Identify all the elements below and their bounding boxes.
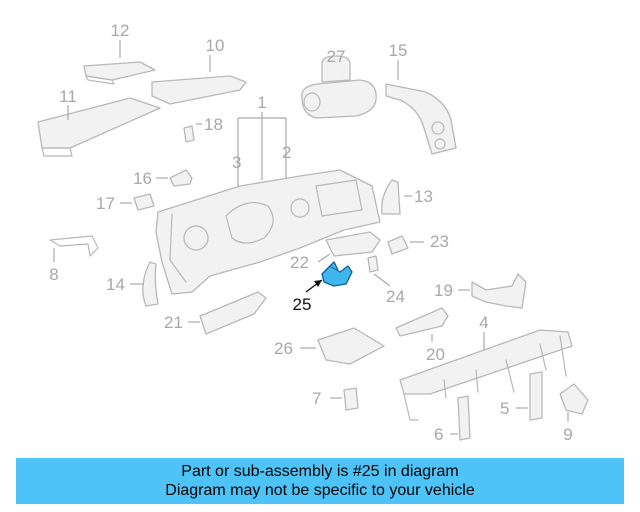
part-5-support bbox=[529, 371, 543, 421]
callout-21: 21 bbox=[164, 313, 183, 332]
callout-12: 12 bbox=[111, 21, 130, 40]
callout-18: 18 bbox=[204, 115, 223, 134]
callout-8: 8 bbox=[49, 265, 58, 284]
callout-20: 20 bbox=[426, 345, 445, 364]
banner-line-2: Diagram may not be specific to your vehi… bbox=[165, 482, 475, 499]
callout-9: 9 bbox=[563, 425, 572, 444]
part-4-cross-car-beam bbox=[399, 329, 573, 421]
callout-25: 25 bbox=[293, 295, 312, 314]
part-25-highlighted-bracket bbox=[321, 261, 353, 287]
part-main-instrument-panel bbox=[155, 169, 381, 295]
part-9-bracket bbox=[559, 383, 589, 415]
callout-19: 19 bbox=[434, 281, 453, 300]
leader-1-2-3 bbox=[237, 112, 287, 186]
diagram-note-banner: Part or sub-assembly is #25 in diagram D… bbox=[16, 458, 624, 504]
part-10-top-cover bbox=[151, 75, 247, 105]
part-19-duct bbox=[471, 273, 527, 309]
part-12-storage-lid bbox=[83, 61, 156, 85]
leader-24 bbox=[373, 273, 391, 287]
callout-2: 2 bbox=[282, 143, 291, 162]
callout-17: 17 bbox=[96, 194, 115, 213]
callout-7: 7 bbox=[312, 389, 321, 408]
part-13-side-cover bbox=[381, 179, 401, 215]
callout-10: 10 bbox=[206, 36, 225, 55]
callout-27: 27 bbox=[327, 47, 346, 66]
part-22-lower-trim bbox=[325, 231, 381, 257]
callout-13: 13 bbox=[414, 187, 433, 206]
part-17-clip bbox=[133, 193, 155, 211]
part-20-bracket bbox=[395, 307, 449, 337]
part-23-bracket bbox=[387, 235, 409, 255]
callout-24: 24 bbox=[386, 287, 405, 306]
part-6-brace bbox=[457, 395, 471, 441]
callout-5: 5 bbox=[500, 399, 509, 418]
callout-16: 16 bbox=[133, 169, 152, 188]
callout-22: 22 bbox=[290, 253, 309, 272]
callout-14: 14 bbox=[106, 275, 125, 294]
callout-11: 11 bbox=[59, 87, 77, 106]
part-16-bracket bbox=[169, 169, 193, 187]
part-8-support-bracket bbox=[49, 235, 99, 257]
part-11-upper-panel bbox=[37, 97, 161, 157]
callout-15: 15 bbox=[389, 41, 408, 60]
leader-22 bbox=[317, 253, 331, 263]
part-21-lower-panel bbox=[199, 291, 267, 335]
banner-line-1: Part or sub-assembly is #25 in diagram bbox=[181, 463, 459, 480]
part-15-center-bezel bbox=[385, 83, 457, 155]
callout-6: 6 bbox=[434, 425, 443, 444]
callout-23: 23 bbox=[430, 232, 449, 251]
part-14-end-cap bbox=[142, 261, 159, 307]
callout-4: 4 bbox=[479, 313, 488, 332]
callout-26: 26 bbox=[274, 339, 293, 358]
leader-25-arrow bbox=[314, 280, 322, 287]
part-26-knee-bolster bbox=[317, 327, 385, 365]
callout-3: 3 bbox=[232, 153, 241, 172]
part-18-clip bbox=[183, 125, 195, 143]
part-24-clip bbox=[367, 255, 379, 273]
part-7-mount bbox=[343, 387, 359, 411]
part-27-vent-housing bbox=[301, 55, 377, 119]
callout-1: 1 bbox=[257, 93, 266, 112]
